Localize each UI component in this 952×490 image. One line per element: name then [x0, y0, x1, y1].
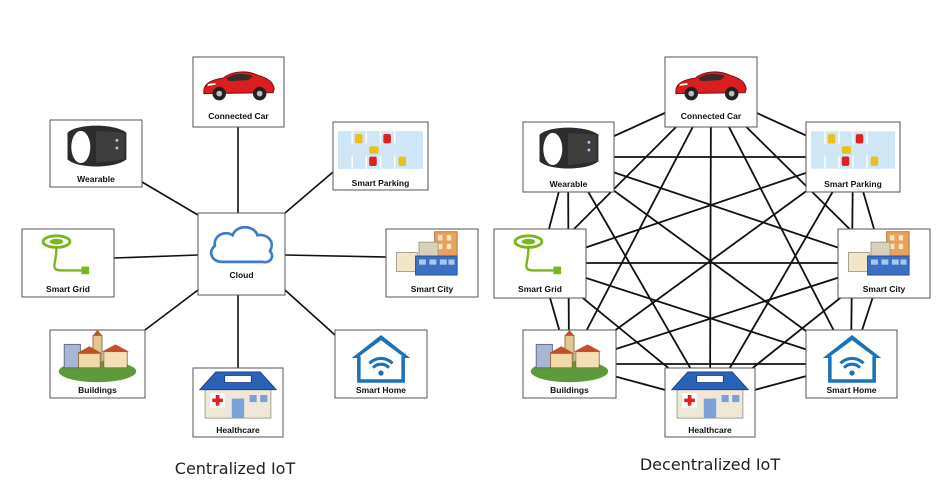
node-connected-car: Connected Car — [664, 56, 758, 128]
cloud-label: Cloud — [229, 270, 253, 280]
node-buildings: Buildings — [49, 329, 146, 399]
node-label: Buildings — [550, 385, 589, 395]
node-smart-home: Smart Home — [805, 329, 898, 399]
decentralized-diagram: Connected Car Wearable Smart Parking Sma… — [493, 56, 931, 474]
edge-cloud-parking — [284, 171, 334, 214]
node-smart-grid: Smart Grid — [21, 228, 115, 298]
edge-grid-home — [539, 262, 852, 365]
node-label: Wearable — [550, 179, 588, 189]
node-wearable: Wearable — [522, 121, 615, 193]
node-label: Smart Grid — [46, 284, 90, 294]
hospital-icon — [199, 371, 277, 419]
node-label: Wearable — [77, 174, 115, 184]
spoke-edges — [113, 127, 387, 368]
edge-cloud-grid — [113, 254, 199, 259]
parking-icon — [338, 130, 423, 170]
node-label: Buildings — [78, 385, 117, 395]
edge-parking-grid — [539, 156, 854, 264]
decentralized-caption: Decentralized IoT — [640, 455, 780, 474]
edge-cloud-home — [284, 289, 336, 336]
centralized-caption: Centralized IoT — [175, 459, 296, 478]
node-smart-home: Smart Home — [334, 329, 428, 399]
node-connected-car: Connected Car — [192, 56, 285, 128]
node-label: Smart Home — [826, 385, 876, 395]
node-healthcare: Healthcare — [664, 367, 756, 438]
hospital-icon — [671, 371, 749, 419]
node-smart-city: Smart City — [385, 228, 479, 298]
node-label: Connected Car — [208, 111, 269, 121]
node-healthcare: Healthcare — [192, 367, 284, 438]
node-label: Healthcare — [688, 425, 732, 435]
node-label: Smart City — [863, 284, 906, 294]
node-smart-grid: Smart Grid — [493, 228, 587, 299]
node-smart-parking: Smart Parking — [332, 121, 429, 191]
node-label: Smart Parking — [824, 179, 882, 189]
edge-cloud-city — [284, 254, 387, 258]
centralized-diagram: Cloud Connected Car Wearable Smart Parki… — [21, 56, 479, 478]
wearable-icon — [539, 127, 599, 169]
edge-city-buildings — [568, 262, 885, 365]
node-label: Smart Grid — [518, 284, 562, 294]
edge-cloud-buildings — [144, 289, 199, 331]
edge-wearable-city — [567, 156, 885, 264]
node-smart-parking: Smart Parking — [805, 121, 901, 193]
node-smart-city: Smart City — [837, 228, 931, 299]
edge-wearable-health — [567, 156, 711, 403]
node-buildings: Buildings — [522, 329, 617, 399]
edge-car-buildings — [568, 91, 712, 365]
edge-parking-health — [709, 156, 854, 403]
node-label: Smart City — [411, 284, 454, 294]
edge-cloud-wearable — [141, 181, 199, 216]
wearable-icon — [67, 125, 127, 167]
node-wearable: Wearable — [49, 119, 143, 188]
node-cloud: Cloud — [197, 212, 286, 296]
node-label: Connected Car — [681, 111, 742, 121]
node-label: Smart Home — [356, 385, 406, 395]
node-label: Healthcare — [216, 425, 260, 435]
edge-car-health — [709, 91, 712, 403]
parking-icon — [811, 130, 895, 170]
node-label: Smart Parking — [352, 178, 410, 188]
